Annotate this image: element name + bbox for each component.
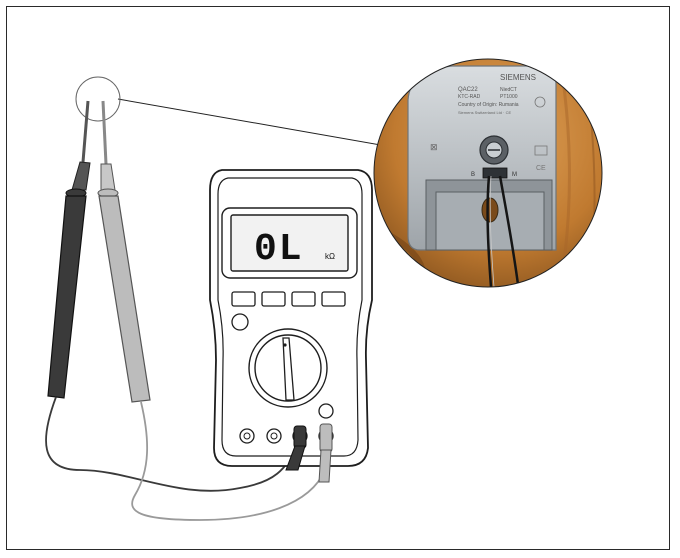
lcd-reading: 0L (254, 228, 304, 271)
input-selector-button[interactable] (319, 404, 333, 418)
input-jack-2 (267, 429, 281, 443)
terminal-label-b: B (471, 172, 475, 178)
probe-tip-highlight-circle (76, 77, 120, 121)
function-button-2[interactable] (262, 292, 285, 306)
function-button-3[interactable] (292, 292, 315, 306)
multimeter: 0L kΩ (210, 170, 372, 482)
sensor-spec2: PT1000 (500, 94, 518, 100)
function-button-4[interactable] (322, 292, 345, 306)
weee-bin-icon: ⊠ (430, 142, 438, 152)
terminal-clamp (483, 168, 507, 178)
sensor-model-line2: KTC-RAD (458, 94, 481, 100)
dial-indicator-dot (283, 343, 286, 346)
ce-mark-icon: CE (536, 165, 546, 172)
input-jack-1 (240, 429, 254, 443)
black-test-probe (48, 101, 90, 398)
sensor-photo-inset: SIEMENS QAC22 KTC-RAD NiedCT PT1000 Coun… (370, 55, 610, 300)
grey-test-probe (98, 101, 150, 402)
lcd-unit: kΩ (325, 252, 335, 261)
backlight-button[interactable] (232, 314, 248, 330)
sensor-brand: SIEMENS (500, 73, 536, 82)
sensor-fine-print: Siemens Switzerland Ltd · CE (458, 110, 511, 115)
terminal-label-m: M (512, 172, 517, 178)
sensor-spec: NiedCT (500, 87, 517, 93)
function-button-1[interactable] (232, 292, 255, 306)
sensor-origin: Country of Origin: Rumania (458, 102, 519, 108)
sensor-model: QAC22 (458, 87, 478, 93)
grey-lead-plug (319, 424, 332, 482)
callout-line (118, 99, 398, 148)
